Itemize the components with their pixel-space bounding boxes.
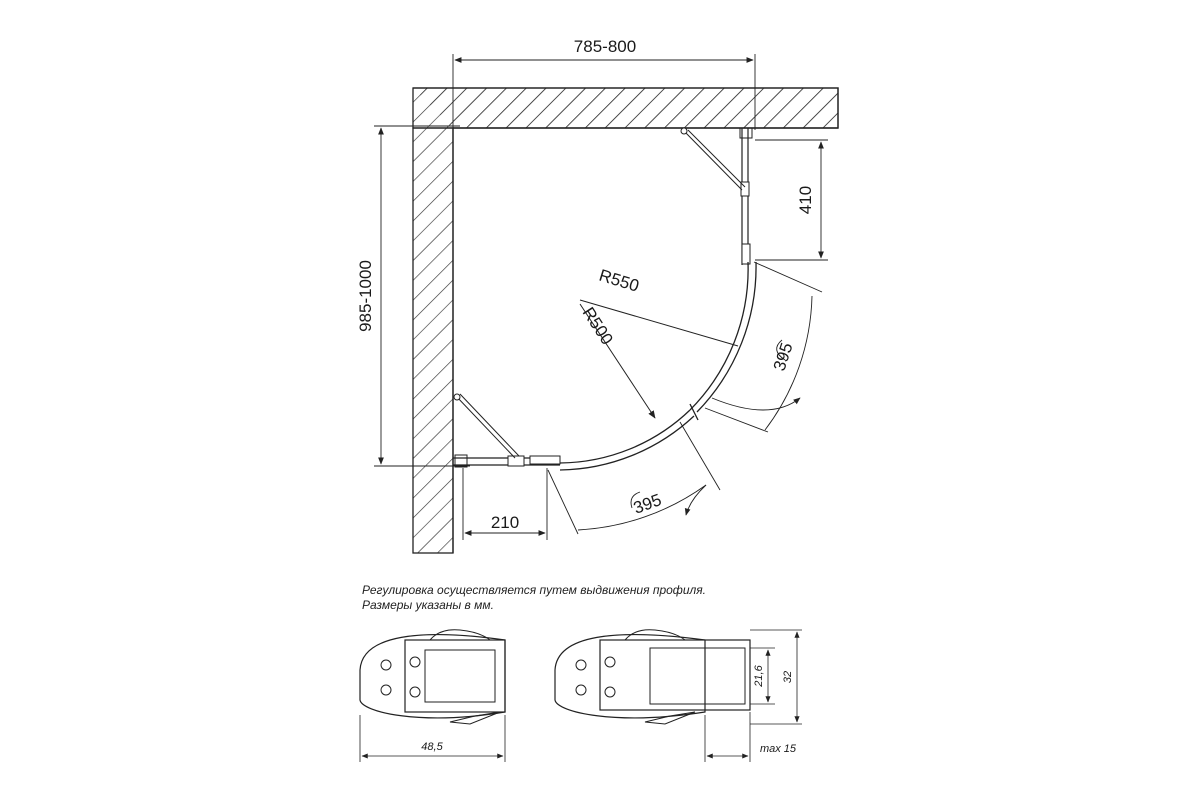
walls <box>412 87 839 554</box>
door-height-label: 410 <box>796 186 815 214</box>
profile-total-height-label: 32 <box>782 671 794 683</box>
left-fixed-panel <box>453 393 561 468</box>
radius-inner-label: R500 <box>579 304 617 348</box>
arc-right-label: 395 <box>770 340 797 373</box>
note-adjustment: Регулировка осуществляется путем выдвиже… <box>362 583 707 597</box>
wall-left <box>412 127 454 554</box>
profile-width-label: 48,5 <box>421 741 443 753</box>
profile-section-right: max 15 21,6 32 <box>554 629 802 762</box>
dimension-height: 985-1000 <box>356 125 470 467</box>
note-units: Размеры указаны в мм. <box>362 598 494 612</box>
arc-dimension-bottom: 395 <box>547 421 721 535</box>
profile-extension-label: max 15 <box>760 743 797 755</box>
radius-lines: R550 R500 <box>579 266 739 419</box>
right-fixed-panel <box>680 127 753 265</box>
wall-top-box <box>412 87 839 129</box>
dimension-width: 785-800 <box>452 37 756 130</box>
curved-doors <box>559 261 757 471</box>
dimension-offset: 210 <box>462 468 548 540</box>
profile-inner-height-label: 21,6 <box>753 664 765 687</box>
dimension-door-height: 410 <box>755 139 828 261</box>
profile-section-left: 48,5 <box>359 629 506 762</box>
radius-outer-label: R550 <box>597 266 641 296</box>
offset-label: 210 <box>491 513 519 532</box>
width-label: 785-800 <box>574 37 636 56</box>
arc-dimension-right: 395 <box>704 261 823 433</box>
height-label: 985-1000 <box>356 260 375 332</box>
